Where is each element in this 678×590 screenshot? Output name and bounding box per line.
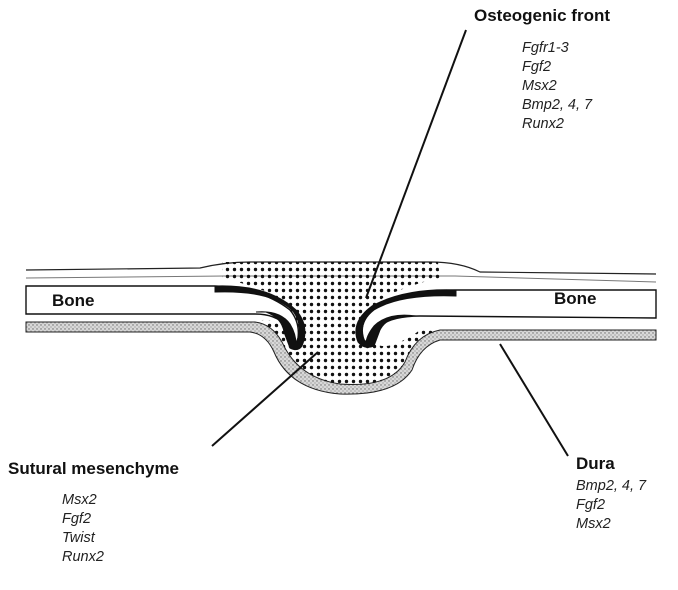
gene-item: Fgf2 xyxy=(522,58,592,77)
sutural-mesenchyme-leader xyxy=(212,352,318,446)
gene-item: Fgfr1-3 xyxy=(522,39,592,58)
sutural-mesenchyme-genes: Msx2 Fgf2 Twist Runx2 xyxy=(62,491,104,567)
gene-item: Twist xyxy=(62,529,104,548)
gene-item: Runx2 xyxy=(522,115,592,134)
gene-item: Msx2 xyxy=(522,77,592,96)
bone-label-left: Bone xyxy=(52,291,95,310)
dura-genes: Bmp2, 4, 7 Fgf2 Msx2 xyxy=(576,477,646,534)
gene-item: Fgf2 xyxy=(576,496,646,515)
gene-item: Runx2 xyxy=(62,548,104,567)
osteogenic-front-leader xyxy=(366,30,466,298)
gene-item: Fgf2 xyxy=(62,510,104,529)
gene-item: Bmp2, 4, 7 xyxy=(576,477,646,496)
gene-item: Bmp2, 4, 7 xyxy=(522,96,592,115)
gene-item: Msx2 xyxy=(62,491,104,510)
sutural-mesenchyme-title: Sutural mesenchyme xyxy=(8,459,179,479)
osteogenic-front-title: Osteogenic front xyxy=(474,6,610,26)
gene-item: Msx2 xyxy=(576,515,646,534)
bone-label-right: Bone xyxy=(554,289,597,308)
dura-title: Dura xyxy=(576,454,615,474)
dura-leader xyxy=(500,344,568,456)
osteogenic-front-genes: Fgfr1-3 Fgf2 Msx2 Bmp2, 4, 7 Runx2 xyxy=(522,39,592,134)
